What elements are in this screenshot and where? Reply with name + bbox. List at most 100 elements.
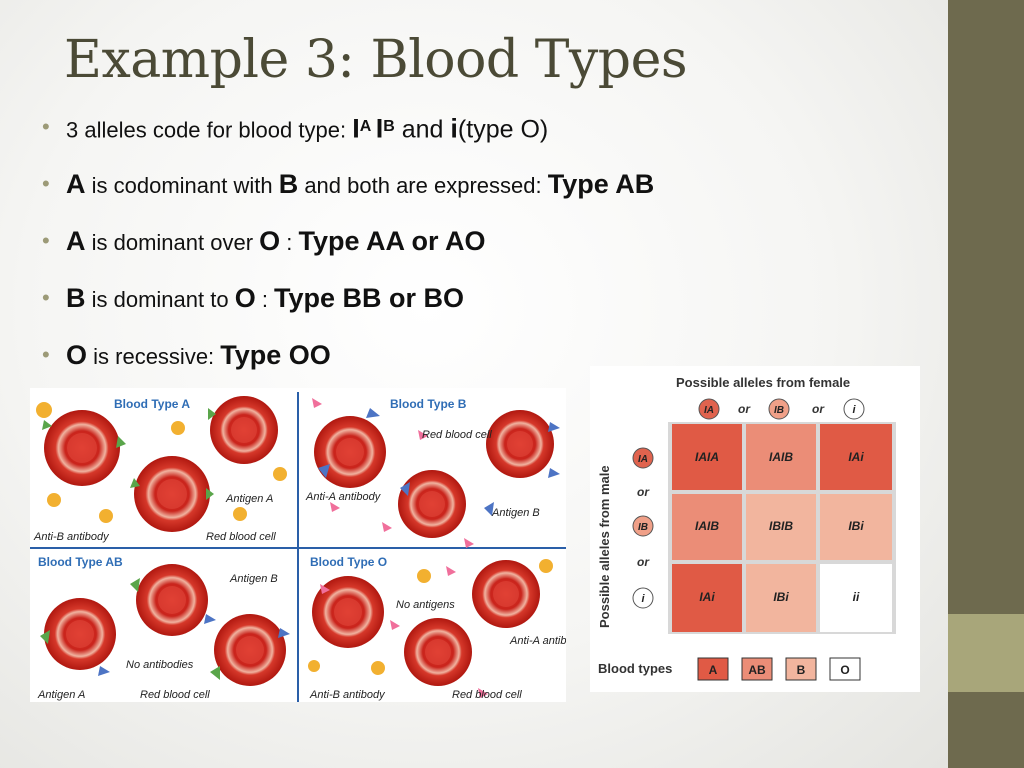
antibody-marker: [446, 566, 456, 576]
red-blood-cell: [44, 598, 116, 670]
red-blood-cell: [398, 470, 466, 538]
male-label: Possible alleles from male: [597, 465, 612, 628]
svg-text:B: B: [797, 663, 806, 677]
antibody-marker: [312, 398, 322, 408]
legend-swatch: A: [697, 657, 729, 681]
bullet-text: and both are expressed:: [298, 173, 548, 198]
figure-label: Antigen A: [37, 689, 85, 701]
bullet-list: • 3 alleles code for blood type: IA IB a…: [42, 104, 654, 389]
female-label: Possible alleles from female: [676, 375, 850, 390]
antigen-b-marker: [318, 464, 330, 478]
antigen-a-marker: [42, 420, 52, 430]
bullet-text: and: [394, 115, 451, 144]
bullet-dot: •: [42, 114, 50, 139]
allele-superscript: B: [383, 118, 395, 135]
bullet-bold: A: [66, 226, 86, 256]
antibody-marker: [478, 688, 488, 698]
antibody-marker: [539, 559, 553, 573]
red-blood-cell: [210, 396, 278, 464]
antigen-b-marker: [548, 468, 560, 478]
genotype: IAIA: [695, 450, 719, 464]
antigen-b-marker: [366, 408, 380, 418]
figure-label: Red blood cell: [422, 429, 492, 441]
grid-cell: [820, 564, 892, 632]
legend-label: Blood types: [598, 661, 672, 676]
allele-symbol: I: [352, 113, 360, 144]
bullet-bold: O: [66, 340, 88, 370]
bullet-bold: B: [278, 169, 299, 199]
grid-cell: [672, 494, 742, 560]
antibody-marker: [99, 509, 113, 523]
red-blood-cell: [472, 560, 540, 628]
svg-text:A: A: [709, 663, 718, 677]
genotype: IAi: [699, 590, 715, 604]
antigen-b-marker: [548, 422, 560, 432]
bullet-bold: A: [66, 169, 86, 199]
antigen-b-marker: [98, 666, 110, 676]
panel-title: Blood Type AB: [38, 555, 123, 569]
bullet-text: is dominant over: [85, 230, 260, 255]
genotype: IBi: [848, 519, 864, 533]
bullet-bold: Type AB: [547, 169, 655, 199]
antibody-marker: [36, 402, 52, 418]
allele-circle: i: [843, 398, 865, 420]
figure-label: Anti-B antibody: [309, 689, 386, 701]
or-label: or: [812, 402, 825, 416]
or-label: or: [637, 485, 650, 499]
antigen-a-marker: [210, 666, 220, 680]
genotype: IAi: [848, 450, 864, 464]
red-blood-cell: [404, 618, 472, 686]
svg-text:O: O: [840, 663, 849, 677]
figure-label: Red blood cell: [140, 689, 210, 701]
red-blood-cell: [312, 576, 384, 648]
bullet-item: • O is recessive: Type OO: [42, 332, 654, 389]
allele-circle: IA: [632, 447, 654, 469]
legend-swatch: O: [829, 657, 861, 681]
allele-circle: i: [632, 587, 654, 609]
genotype: IAIB: [769, 450, 793, 464]
svg-text:i: i: [852, 404, 856, 416]
allele-superscript: A: [359, 118, 372, 135]
svg-text:IA: IA: [638, 454, 648, 465]
antigen-b-marker: [484, 502, 494, 516]
antibody-marker: [371, 661, 385, 675]
or-label: or: [637, 555, 650, 569]
antigen-a-marker: [40, 630, 50, 644]
antibody-marker: [464, 538, 474, 548]
genotype: ii: [853, 590, 860, 604]
bullet-text: :: [280, 230, 299, 255]
bullet-text: is codominant with: [85, 173, 279, 198]
bullet-dot: •: [42, 171, 50, 196]
grid-cell: [672, 564, 742, 632]
bullet-bold: Type BB or BO: [274, 283, 465, 313]
antibody-marker: [273, 467, 287, 481]
bullet-item: • 3 alleles code for blood type: IA IB a…: [42, 104, 654, 161]
bullet-dot: •: [42, 228, 50, 253]
antibody-marker: [417, 569, 431, 583]
antibody-marker: [308, 660, 320, 672]
bullet-text: 3 alleles code for blood type:: [66, 117, 353, 143]
bullet-text: is dominant to: [85, 287, 235, 312]
antigen-a-marker: [130, 578, 140, 592]
svg-text:IB: IB: [774, 405, 784, 416]
antibody-marker: [320, 584, 330, 594]
bullet-bold: B: [66, 283, 86, 313]
antibody-marker: [47, 493, 61, 507]
bullet-item: • B is dominant to O : Type BB or BO: [42, 275, 654, 332]
red-blood-cell: [44, 410, 120, 486]
allele-circle: IB: [768, 398, 790, 420]
bullet-bold: O: [234, 283, 256, 313]
figure-label: Anti-B antibody: [33, 531, 110, 543]
antigen-a-marker: [208, 408, 216, 420]
legend-swatch: AB: [741, 657, 773, 681]
svg-text:AB: AB: [748, 663, 766, 677]
genotype: IBi: [773, 590, 789, 604]
allele-symbol: i: [450, 113, 458, 144]
or-label: or: [738, 402, 751, 416]
figure-label: No antibodies: [126, 659, 194, 671]
bullet-item: • A is dominant over O : Type AA or AO: [42, 218, 654, 275]
panel-title: Blood Type B: [390, 397, 467, 411]
bullet-text: :: [255, 287, 275, 312]
antigen-b-marker: [400, 482, 410, 496]
bullet-item: • A is codominant with B and both are ex…: [42, 161, 654, 218]
